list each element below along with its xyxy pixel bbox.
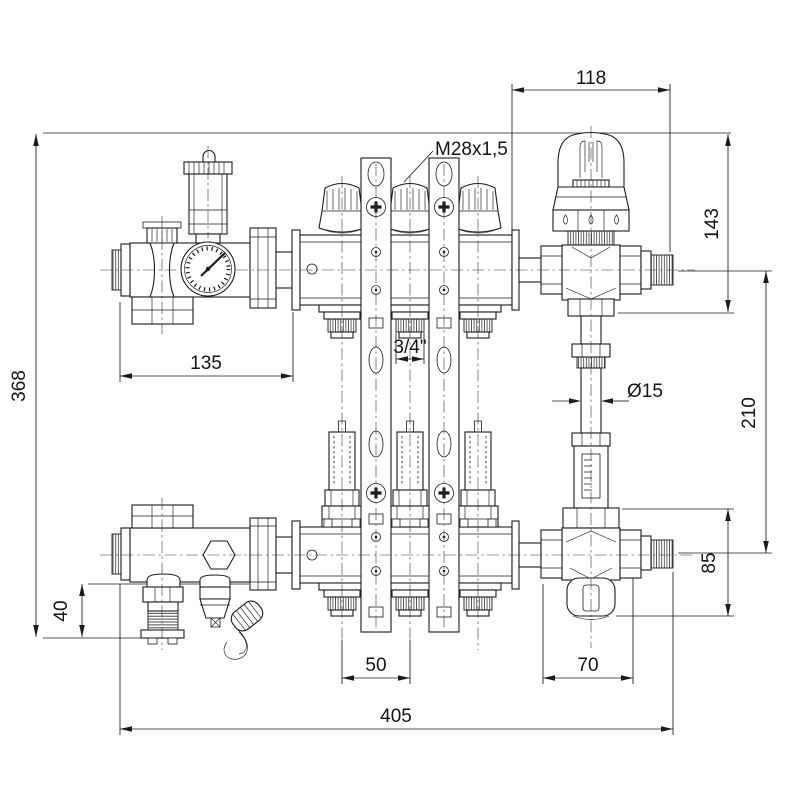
gauge-needle [200, 252, 226, 277]
dim-outlet-spacing-label: 50 [365, 655, 386, 676]
centerlines [100, 126, 695, 650]
dim-valve-height-label: 143 [702, 208, 723, 240]
cap-chain [223, 627, 248, 660]
lower-tee-valve [540, 527, 674, 620]
upper-supply-assembly [111, 149, 293, 325]
union-nut-lower [249, 517, 293, 591]
drain-valve [140, 573, 185, 645]
union-nut-upper [249, 227, 293, 309]
dim-overall-width-label: 405 [380, 706, 412, 727]
dim-supply-width-label: 135 [190, 353, 222, 374]
dim-lower-valve-width-label: 70 [577, 655, 598, 676]
thermostatic-valve [540, 131, 674, 301]
male-thread-lower [650, 539, 674, 569]
fill-cap [230, 600, 264, 632]
dim-drain-offset-label: 40 [51, 600, 72, 621]
droplet-icon [563, 214, 619, 225]
dim-overall-height-label: 368 [9, 370, 30, 402]
fill-valve [199, 574, 264, 660]
pipe-diameter-label: Ø15 [627, 381, 663, 402]
dim-lower-valve-height-label: 85 [699, 552, 720, 573]
preset-knob [566, 577, 616, 620]
outlet-thread-label: 3/4" [393, 337, 426, 358]
dim-top-width-label: 118 [576, 68, 606, 89]
dimension-labels: 118 M28x1,5 143 Ø15 210 85 368 135 3/4" … [9, 68, 760, 727]
valve-thread-label: M28x1,5 [435, 139, 508, 160]
pressure-gauge [180, 241, 236, 297]
dim-riser-height-label: 210 [739, 397, 760, 429]
